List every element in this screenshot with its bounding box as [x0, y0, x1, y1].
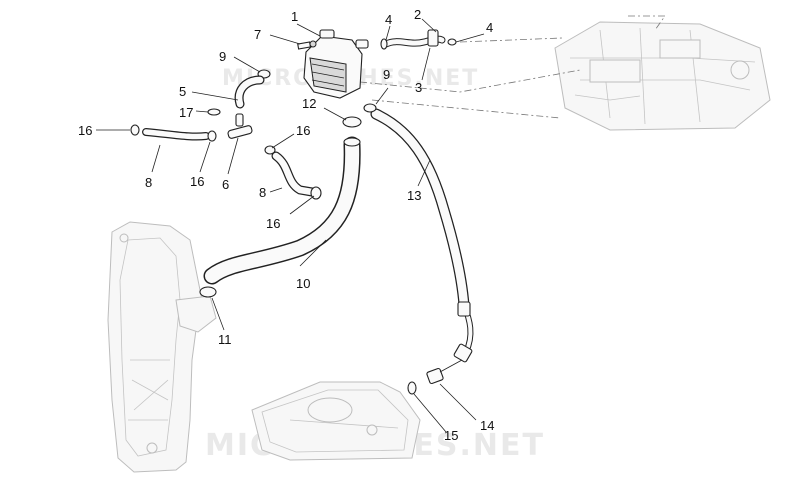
callout-16-d: 16 — [266, 216, 280, 231]
callout-1: 1 — [291, 9, 298, 24]
callout-10: 10 — [296, 276, 310, 291]
callout-12: 12 — [302, 96, 316, 111]
callout-15: 15 — [444, 428, 458, 443]
callout-4-b: 4 — [486, 20, 493, 35]
leader-lines — [96, 18, 485, 433]
callout-5: 5 — [179, 84, 186, 99]
clamp-12 — [342, 116, 362, 128]
callout-7: 7 — [254, 27, 261, 42]
clamp-11 — [199, 286, 217, 298]
callout-16-b: 16 — [190, 174, 204, 189]
callout-9-a: 9 — [219, 49, 226, 64]
callout-4-a: 4 — [385, 12, 392, 27]
callout-6: 6 — [222, 177, 229, 192]
crankcase-ghost — [107, 221, 217, 473]
callout-8-a: 8 — [145, 175, 152, 190]
callout-16-c: 16 — [296, 123, 310, 138]
breather-tank-1 — [303, 29, 369, 99]
callout-9-b: 9 — [383, 67, 390, 82]
washer-4a — [380, 38, 388, 50]
hose-5 — [234, 75, 265, 109]
o-ring-17 — [207, 108, 221, 116]
washer-15 — [407, 381, 417, 395]
clamp-16b — [207, 130, 217, 142]
airbox-ghost — [554, 21, 771, 131]
callout-13: 13 — [407, 188, 421, 203]
reference-lines — [359, 15, 666, 119]
callout-11: 11 — [218, 332, 232, 347]
callout-14: 14 — [480, 418, 494, 433]
callout-17: 17 — [179, 105, 193, 120]
oil-sump-ghost — [251, 381, 421, 461]
screw-7 — [297, 40, 317, 50]
callout-8-b: 8 — [259, 185, 266, 200]
hose-10 — [203, 136, 361, 285]
fitting-14 — [426, 359, 463, 385]
clamp-16a — [130, 124, 140, 136]
hose-8a — [142, 128, 210, 141]
fitting-2 — [382, 29, 446, 48]
callout-labels: 1 2 3 4 4 5 6 7 8 8 9 9 10 11 12 13 14 1… — [78, 7, 494, 443]
t-fitting-6 — [227, 113, 253, 139]
callout-16-a: 16 — [78, 123, 92, 138]
callout-2: 2 — [414, 7, 421, 22]
hose-13 — [370, 108, 474, 363]
clamp-9b — [363, 103, 377, 113]
washer-4b — [447, 38, 457, 46]
callout-3: 3 — [415, 80, 422, 95]
hose-8b — [271, 151, 317, 197]
